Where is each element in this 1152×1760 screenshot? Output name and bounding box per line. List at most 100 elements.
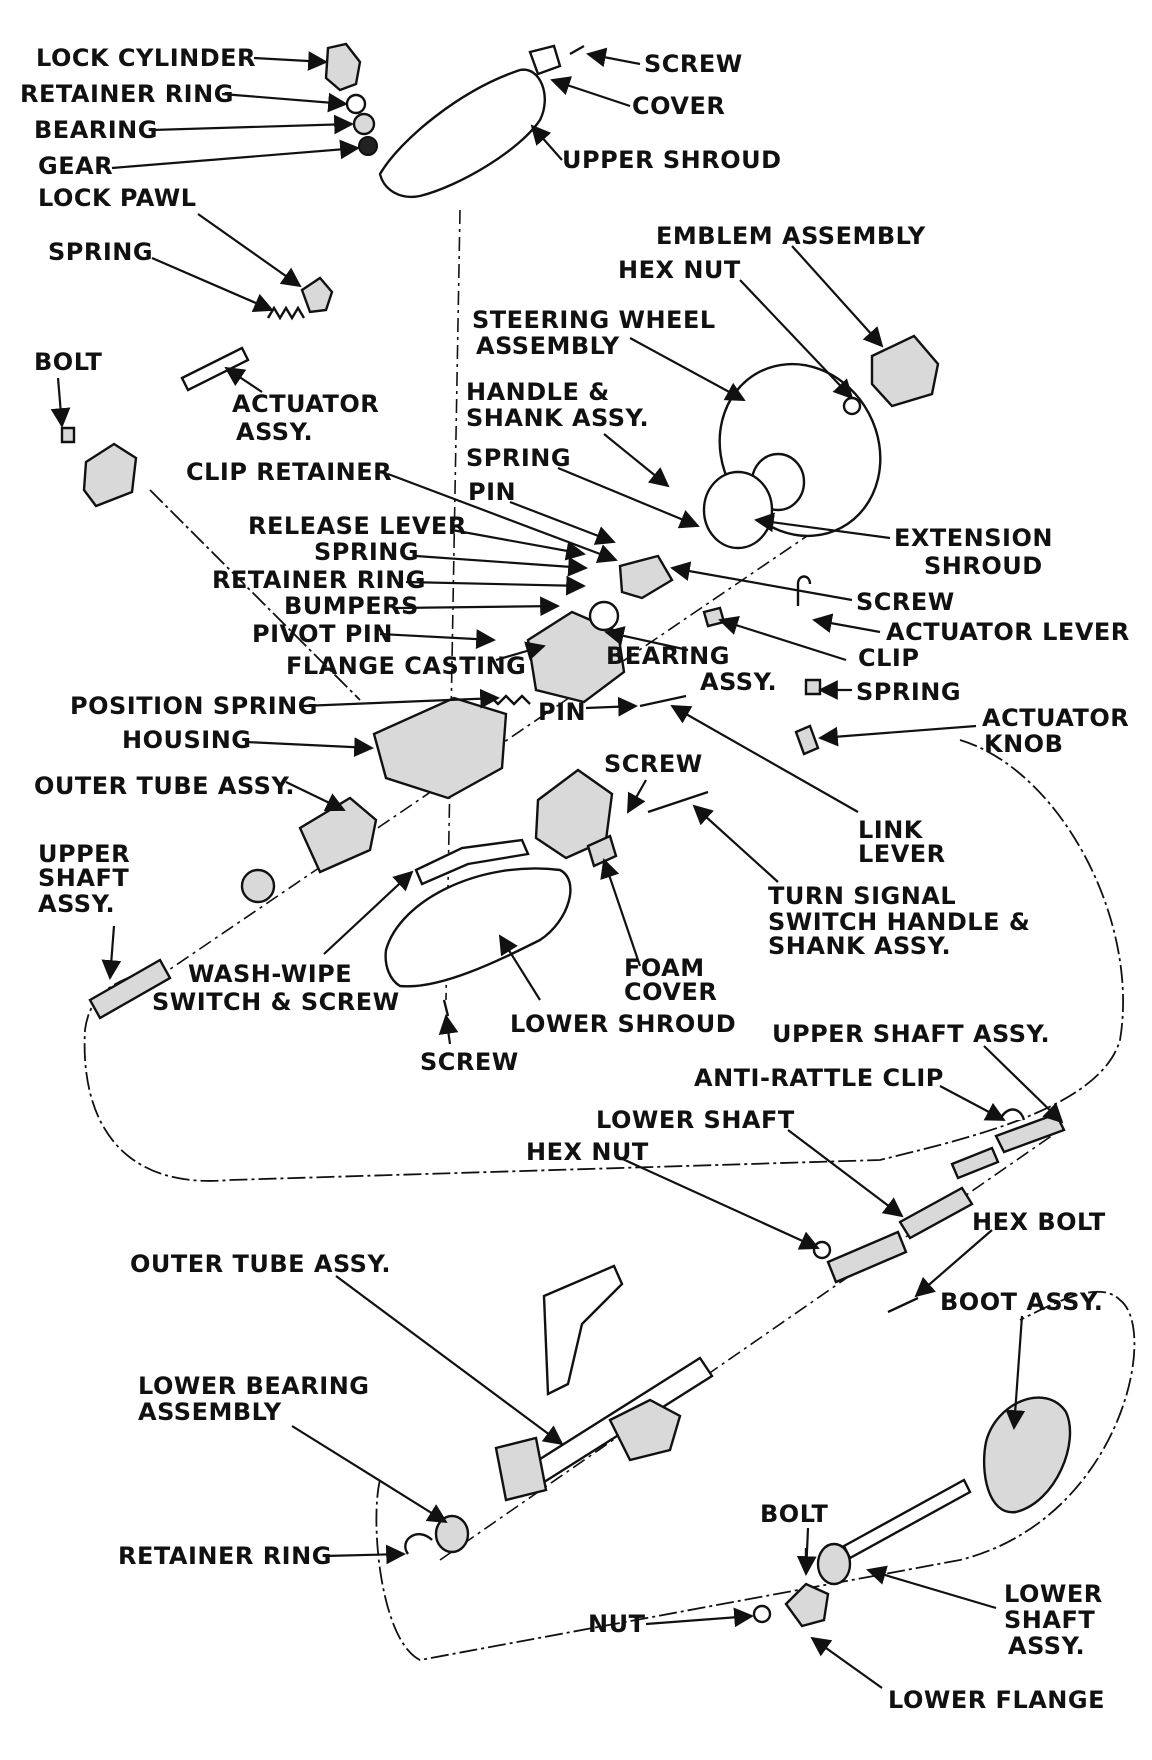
- label-lower-shaft-assy-2: SHAFT: [1004, 1606, 1095, 1634]
- label-emblem-assembly: EMBLEM ASSEMBLY: [656, 222, 926, 250]
- shroud-screw-axis: [445, 209, 461, 1001]
- label-boot-assy: BOOT ASSY.: [940, 1288, 1103, 1316]
- label-handle-shank-2: SHANK ASSY.: [466, 404, 649, 432]
- label-screw-bottom: SCREW: [420, 1048, 519, 1076]
- label-link-lever-1: LINK: [858, 816, 924, 844]
- label-gear: GEAR: [38, 152, 113, 180]
- actuator-knob-part: [794, 724, 820, 756]
- lower-bearing-part: [434, 1514, 470, 1554]
- label-upper-shaft-assy-right: UPPER SHAFT ASSY.: [772, 1020, 1050, 1048]
- label-turn-signal-3: SHANK ASSY.: [768, 932, 951, 960]
- label-actuator-assy-2: ASSY.: [236, 418, 313, 446]
- label-bearing-top: BEARING: [34, 116, 158, 144]
- label-pin-mid: PIN: [468, 478, 516, 506]
- label-spring-release: SPRING: [314, 538, 419, 566]
- label-clip-right: CLIP: [858, 644, 919, 672]
- label-pivot-pin: PIVOT PIN: [252, 620, 393, 648]
- part-labels: LOCK CYLINDER RETAINER RING BEARING GEAR…: [20, 44, 1130, 1714]
- label-spring-mid: SPRING: [466, 444, 571, 472]
- label-link-lever-2: LEVER: [858, 840, 946, 868]
- upper-column-outline: [83, 489, 1124, 1182]
- outer-tube-upper-part: [298, 796, 378, 874]
- label-steering-wheel-2: ASSEMBLY: [476, 332, 620, 360]
- label-flange-casting: FLANGE CASTING: [286, 652, 526, 680]
- label-screw-top: SCREW: [644, 50, 743, 78]
- dash-sketch-part: [542, 1264, 624, 1396]
- label-lower-shaft-assy-3: ASSY.: [1008, 1632, 1085, 1660]
- label-extension-shroud-2: SHROUD: [924, 552, 1043, 580]
- lock-pawl-part: [300, 276, 334, 314]
- label-actuator-knob-1: ACTUATOR: [982, 704, 1129, 732]
- boot-part: [982, 1396, 1072, 1514]
- label-upper-shaft-1: UPPER: [38, 840, 130, 868]
- spring-right-part: [804, 678, 822, 696]
- label-bearing-assy-1: BEARING: [606, 642, 730, 670]
- extension-shroud-part: [702, 470, 774, 550]
- label-outer-tube-upper: OUTER TUBE ASSY.: [34, 772, 295, 800]
- label-wash-wipe-2: SWITCH & SCREW: [152, 988, 400, 1016]
- bearing-part: [352, 112, 376, 136]
- hex-nut-top-part: [842, 396, 862, 416]
- label-bolt-left: BOLT: [34, 348, 103, 376]
- flange-casting-part: [526, 610, 626, 704]
- label-outer-tube-lower: OUTER TUBE ASSY.: [130, 1250, 391, 1278]
- label-lower-shaft-assy-1: LOWER: [1004, 1580, 1103, 1608]
- label-retainer-ring-mid: RETAINER RING: [212, 566, 426, 594]
- label-spring-upper-left: SPRING: [48, 238, 153, 266]
- label-upper-shaft-3: ASSY.: [38, 890, 115, 918]
- anti-rattle-clip-part: [998, 1108, 1026, 1121]
- actuator-part: [180, 346, 250, 392]
- screw-top-part: [569, 44, 585, 56]
- lower-shroud-part: [384, 867, 572, 988]
- label-lower-flange: LOWER FLANGE: [888, 1686, 1105, 1714]
- label-handle-shank-1: HANDLE &: [466, 378, 610, 406]
- label-anti-rattle-clip: ANTI-RATTLE CLIP: [694, 1064, 944, 1092]
- label-lock-pawl: LOCK PAWL: [38, 184, 197, 212]
- label-turn-signal-2: SWITCH HANDLE &: [768, 908, 1030, 936]
- housing-part: [372, 696, 508, 800]
- outer-tube-bracket-part: [608, 1398, 682, 1462]
- parts: [60, 42, 1072, 1628]
- label-lower-bearing-1: LOWER BEARING: [138, 1372, 370, 1400]
- lower-shaft-assy-part: [842, 1478, 972, 1560]
- label-extension-shroud-1: EXTENSION: [894, 524, 1053, 552]
- label-bolt-lower: BOLT: [760, 1500, 829, 1528]
- label-screw-mid: SCREW: [604, 750, 703, 778]
- label-hex-nut-lower: HEX NUT: [526, 1138, 649, 1166]
- turn-signal-handle-part: [647, 790, 709, 814]
- position-spring-part: [481, 694, 531, 706]
- gear-part: [358, 136, 378, 156]
- label-housing: HOUSING: [122, 726, 251, 754]
- hex-nut-lower-part: [812, 1240, 832, 1260]
- label-lower-shroud: LOWER SHROUD: [510, 1010, 736, 1038]
- screw-bottom-part: [442, 999, 450, 1017]
- label-turn-signal-1: TURN SIGNAL: [768, 882, 956, 910]
- label-spring-right: SPRING: [856, 678, 961, 706]
- lower-shaft-yoke-part: [826, 1230, 908, 1284]
- label-bumpers: BUMPERS: [284, 592, 419, 620]
- label-actuator-lever: ACTUATOR LEVER: [886, 618, 1130, 646]
- label-retainer-ring-top: RETAINER RING: [20, 80, 234, 108]
- lower-flange-part: [784, 1582, 830, 1628]
- label-actuator-assy-1: ACTUATOR: [232, 390, 379, 418]
- label-pin-link: PIN: [538, 698, 586, 726]
- label-hex-bolt: HEX BOLT: [972, 1208, 1106, 1236]
- label-lock-cylinder: LOCK CYLINDER: [36, 44, 256, 72]
- upper-shaft-right-part: [950, 1112, 1066, 1180]
- cover-part: [528, 44, 562, 76]
- clip-retainer-part: [618, 554, 674, 600]
- emblem-part: [870, 334, 940, 408]
- wash-wipe-switch-part: [414, 838, 530, 886]
- lower-shaft-coupler-part: [816, 1542, 852, 1586]
- label-lower-bearing-2: ASSEMBLY: [138, 1398, 282, 1426]
- label-cover: COVER: [632, 92, 725, 120]
- lower-shaft-part: [898, 1186, 974, 1240]
- retainer-ring-lower-part: [404, 1533, 433, 1555]
- label-lower-shaft: LOWER SHAFT: [596, 1106, 795, 1134]
- hex-bolt-part: [887, 1296, 919, 1314]
- label-clip-retainer: CLIP RETAINER: [186, 458, 392, 486]
- label-wash-wipe-1: WASH-WIPE: [188, 960, 352, 988]
- retainer-ring-part: [345, 93, 367, 115]
- label-foam-cover-2: COVER: [624, 978, 717, 1006]
